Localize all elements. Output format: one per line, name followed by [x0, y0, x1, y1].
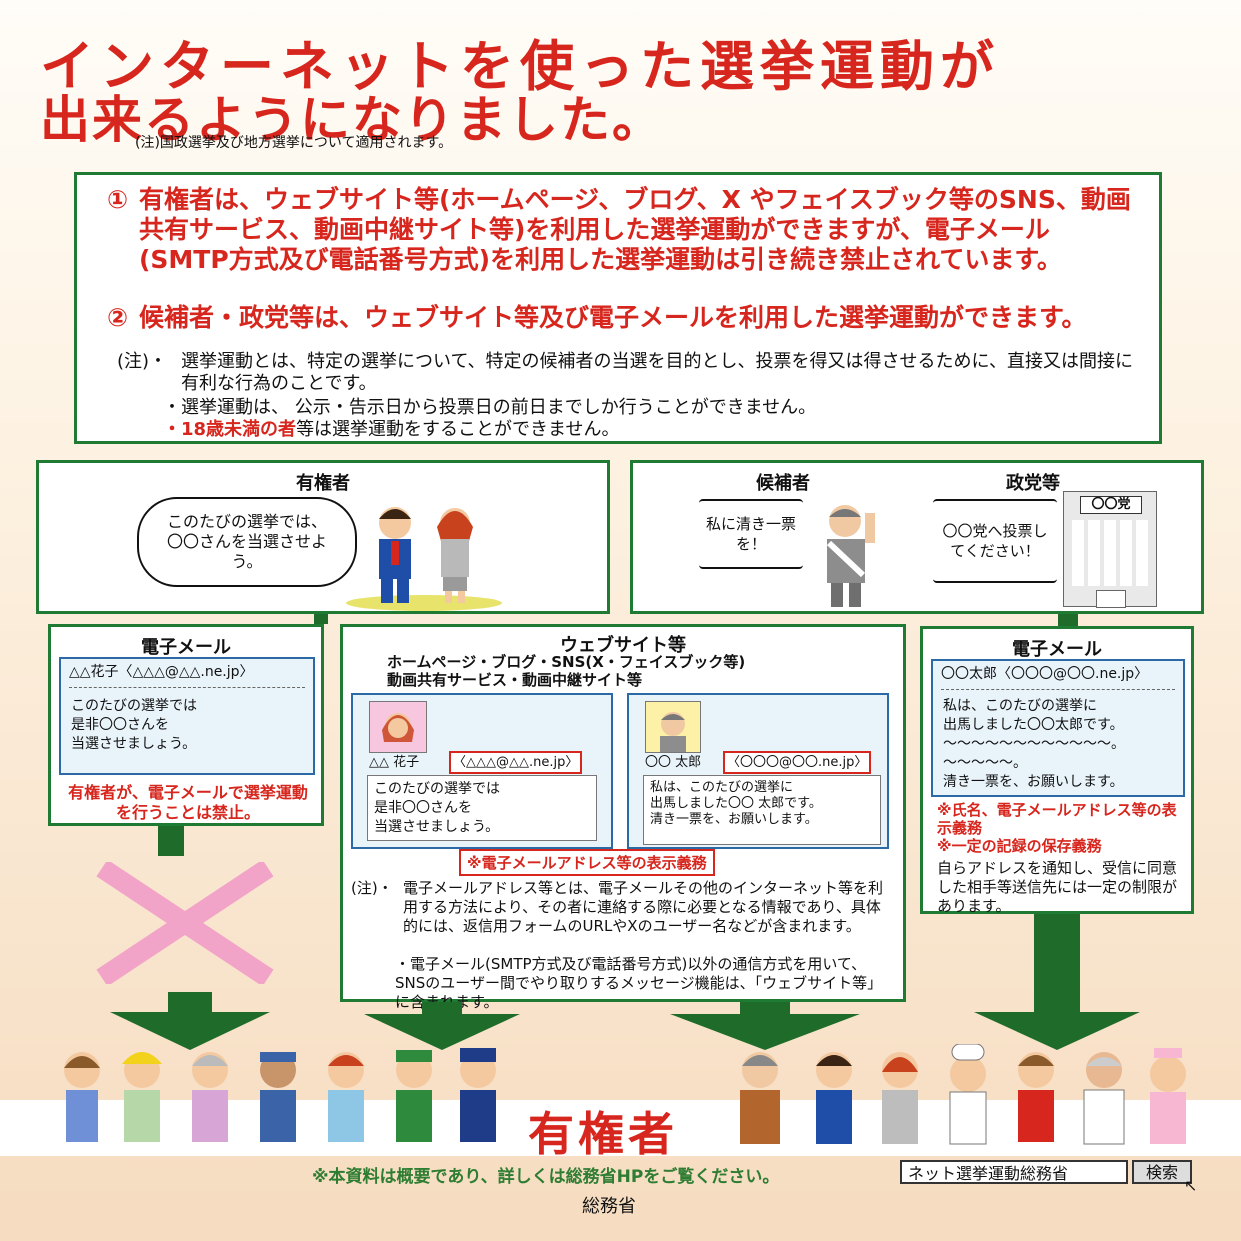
voter-speech-bubble: このたびの選挙では、〇〇さんを当選させよう。 — [137, 497, 357, 587]
candidate-speech-text: 私に清き一票を！ — [706, 515, 797, 553]
candidate-party-box: 候補者 政党等 私に清き一票を！ 〇〇党へ投票してください！ 〇〇党 — [630, 460, 1204, 614]
candidate-email-line: 清き一票を、お願いします。 — [943, 774, 1124, 790]
voter-email-body: このたびの選挙では 是非〇〇さんを 当選させましょう。 — [71, 697, 197, 754]
voter-email-title: 電子メール — [141, 637, 231, 658]
note-age: ・18歳未満の者等は選挙運動をすることができません。 — [163, 419, 620, 441]
candidate-post-line: 清き一票を、お願いします。 — [650, 812, 818, 827]
building-windows — [1072, 520, 1148, 586]
rule-text-1: 有権者は、ウェブサイト等(ホームページ、ブログ、X やフェイスブック等のSNS、… — [139, 185, 1131, 274]
voter-email-line: このたびの選挙では — [71, 698, 197, 714]
connector-voter-website — [314, 614, 328, 624]
search-box[interactable]: ネット選挙運動総務省 — [900, 1160, 1128, 1184]
note-definition: 選挙運動とは、特定の選挙について、特定の候補者の当選を目的とし、投票を得又は得さ… — [181, 351, 1134, 394]
website-subtitle-1: ホームページ・ブログ・SNS(X・フェイスブック等) — [387, 653, 746, 671]
candidate-address: 〈〇〇〇@〇〇.ne.jp〉 — [723, 751, 872, 774]
down-arrow-4 — [974, 992, 1140, 1050]
website-note-prefix: (注)・ — [351, 879, 393, 897]
voter-post-line: 是非〇〇さんを — [374, 800, 472, 816]
voter-post: このたびの選挙では 是非〇〇さんを 当選させましょう。 — [367, 775, 597, 841]
voter-speech-text: このたびの選挙では、〇〇さんを当選させよう。 — [166, 512, 327, 571]
building-door — [1096, 590, 1126, 608]
candidate-email-note: 自らアドレスを通知し、受信に同意した相手等送信先には一定の制限があります。 — [937, 859, 1178, 915]
candidate-speech-bubble: 私に清き一票を！ — [699, 499, 803, 569]
down-arrow-3 — [670, 1002, 860, 1050]
candidate-illustration — [826, 505, 875, 607]
note-age-rest: 等は選挙運動をすることができません。 — [296, 419, 620, 440]
down-arrow-2 — [364, 1002, 520, 1050]
candidate-email-line: 出馬しました〇〇太郎です。 — [943, 717, 1124, 733]
candidate-email-title: 電子メール — [1012, 639, 1102, 660]
voter-name: △△ 花子 — [369, 755, 420, 770]
down-arrow-1 — [110, 992, 270, 1050]
voter-email-line: 是非〇〇さんを — [71, 717, 169, 733]
website-box: ウェブサイト等 ホームページ・ブログ・SNS(X・フェイスブック等) 動画共有サ… — [340, 624, 906, 1011]
candidate-email-mock: 〇〇太郎〈〇〇〇@〇〇.ne.jp〉 私は、このたびの選挙に 出馬しました〇〇太… — [931, 659, 1185, 797]
candidate-email-duty-2: ※一定の記録の保存義務 — [937, 837, 1102, 855]
cursor-icon: ↖ — [1184, 1176, 1198, 1195]
candidate-email-body: 私は、このたびの選挙に 出馬しました〇〇太郎です。 〜〜〜〜〜〜〜〜〜〜〜〜。 … — [943, 697, 1125, 792]
bottom-voter-label: 有権者 — [528, 1107, 678, 1161]
website-note-2: ・電子メール(SMTP方式及び電話番号方式)以外の通信方式を用いて、SNSのユー… — [395, 955, 883, 1011]
note-age-highlight: ・18歳未満の者 — [163, 419, 297, 440]
party-title: 政党等 — [1006, 473, 1060, 494]
candidate-avatar — [645, 701, 701, 753]
candidate-webpage-mock: 〇〇 太郎 〈〇〇〇@〇〇.ne.jp〉 私は、このたびの選挙に 出馬しました〇… — [627, 693, 889, 849]
rule-number-1: ① — [107, 185, 129, 214]
prohibited-x-icon — [96, 862, 274, 984]
candidate-post-line: 出馬しました〇〇 太郎です。 — [650, 796, 822, 811]
website-display-duty: ※電子メールアドレス等の表示義務 — [459, 849, 715, 876]
voter-webpage-mock: △△ 花子 〈△△△@△△.ne.jp〉 このたびの選挙では 是非〇〇さんを 当… — [351, 693, 613, 849]
candidate-email-from: 〇〇太郎〈〇〇〇@〇〇.ne.jp〉 — [941, 666, 1149, 682]
party-speech-text: 〇〇党へ投票してください！ — [942, 522, 1048, 560]
voter-email-line: 当選させましょう。 — [71, 736, 197, 752]
voter-post-line: このたびの選挙では — [374, 781, 500, 797]
candidate-avatar-icon — [660, 712, 686, 752]
voter-email-mock: △△花子〈△△△@△△.ne.jp〉 このたびの選挙では 是非〇〇さんを 当選さ… — [59, 657, 315, 775]
website-title: ウェブサイト等 — [560, 635, 686, 656]
candidate-name: 〇〇 太郎 — [645, 755, 702, 770]
voter-box-title: 有権者 — [296, 473, 350, 494]
voter-avatar-icon — [382, 713, 414, 742]
candidate-email-duty-1: ※氏名、電子メールアドレス等の表示義務 — [937, 801, 1177, 837]
search-button[interactable]: 検索 — [1132, 1160, 1192, 1184]
party-speech-bubble: 〇〇党へ投票してください！ — [933, 499, 1057, 583]
rule-number-2: ② — [107, 303, 129, 332]
voter-address: 〈△△△@△△.ne.jp〉 — [449, 751, 583, 774]
voter-box: 有権者 このたびの選挙では、〇〇さんを当選させよう。 — [36, 460, 610, 614]
rule-text-2: 候補者・政党等は、ウェブサイト等及び電子メールを利用した選挙運動ができます。 — [139, 303, 1087, 332]
candidate-email-box: 電子メール 〇〇太郎〈〇〇〇@〇〇.ne.jp〉 私は、このたびの選挙に 出馬し… — [920, 626, 1194, 915]
candidate-email-line: 〜〜〜〜〜。 — [943, 755, 1027, 771]
title-note: (注)国政選挙及び地方選挙について適用されます。 — [135, 135, 453, 151]
party-sign: 〇〇党 — [1080, 496, 1142, 514]
candidate-post: 私は、このたびの選挙に 出馬しました〇〇 太郎です。 清き一票を、お願いします。 — [643, 775, 881, 845]
ministry-name: 総務省 — [582, 1196, 636, 1217]
citizen-figures — [64, 1044, 1186, 1145]
candidate-email-separator — [941, 689, 1175, 690]
page-title-line1: インターネットを使った選挙運動が — [40, 35, 1000, 98]
main-rules-box: ① 有権者は、ウェブサイト等(ホームページ、ブログ、X やフェイスブック等のSN… — [74, 172, 1162, 444]
voter-email-warning: 有権者が、電子メールで選挙運動を行うことは禁止。 — [68, 783, 308, 822]
connector-left-email — [158, 826, 184, 856]
page-title-line2: 出来るようになりました。 — [40, 91, 664, 149]
candidate-email-line: 〜〜〜〜〜〜〜〜〜〜〜〜。 — [943, 736, 1125, 752]
candidate-post-line: 私は、このたびの選挙に — [650, 780, 794, 795]
website-note-1: 電子メールアドレス等とは、電子メールその他のインターネット等を利用する方法により… — [403, 879, 884, 935]
voter-couple-illustration — [346, 507, 502, 611]
candidate-title: 候補者 — [756, 473, 810, 494]
voter-email-separator — [69, 687, 305, 688]
voter-avatar — [369, 701, 427, 753]
website-subtitle-2: 動画共有サービス・動画中継サイト等 — [387, 671, 643, 689]
party-building-illustration: 〇〇党 — [1063, 491, 1157, 608]
footer-disclaimer: ※本資料は概要であり、詳しくは総務省HPをご覧ください。 — [312, 1167, 780, 1187]
voter-email-from: △△花子〈△△△@△△.ne.jp〉 — [69, 664, 254, 680]
note-period: ・選挙運動は、 公示・告示日から投票日の前日までしか行うことができません。 — [163, 397, 817, 418]
citizens-illustration — [64, 1044, 1186, 1145]
note-prefix: (注)・ — [117, 351, 168, 372]
voter-email-box: 電子メール △△花子〈△△△@△△.ne.jp〉 このたびの選挙では 是非〇〇さ… — [48, 624, 324, 826]
down-arrows — [110, 992, 1140, 1050]
voter-post-line: 当選させましょう。 — [374, 819, 500, 835]
connector-party-email — [1058, 614, 1078, 626]
candidate-email-line: 私は、このたびの選挙に — [943, 698, 1097, 714]
